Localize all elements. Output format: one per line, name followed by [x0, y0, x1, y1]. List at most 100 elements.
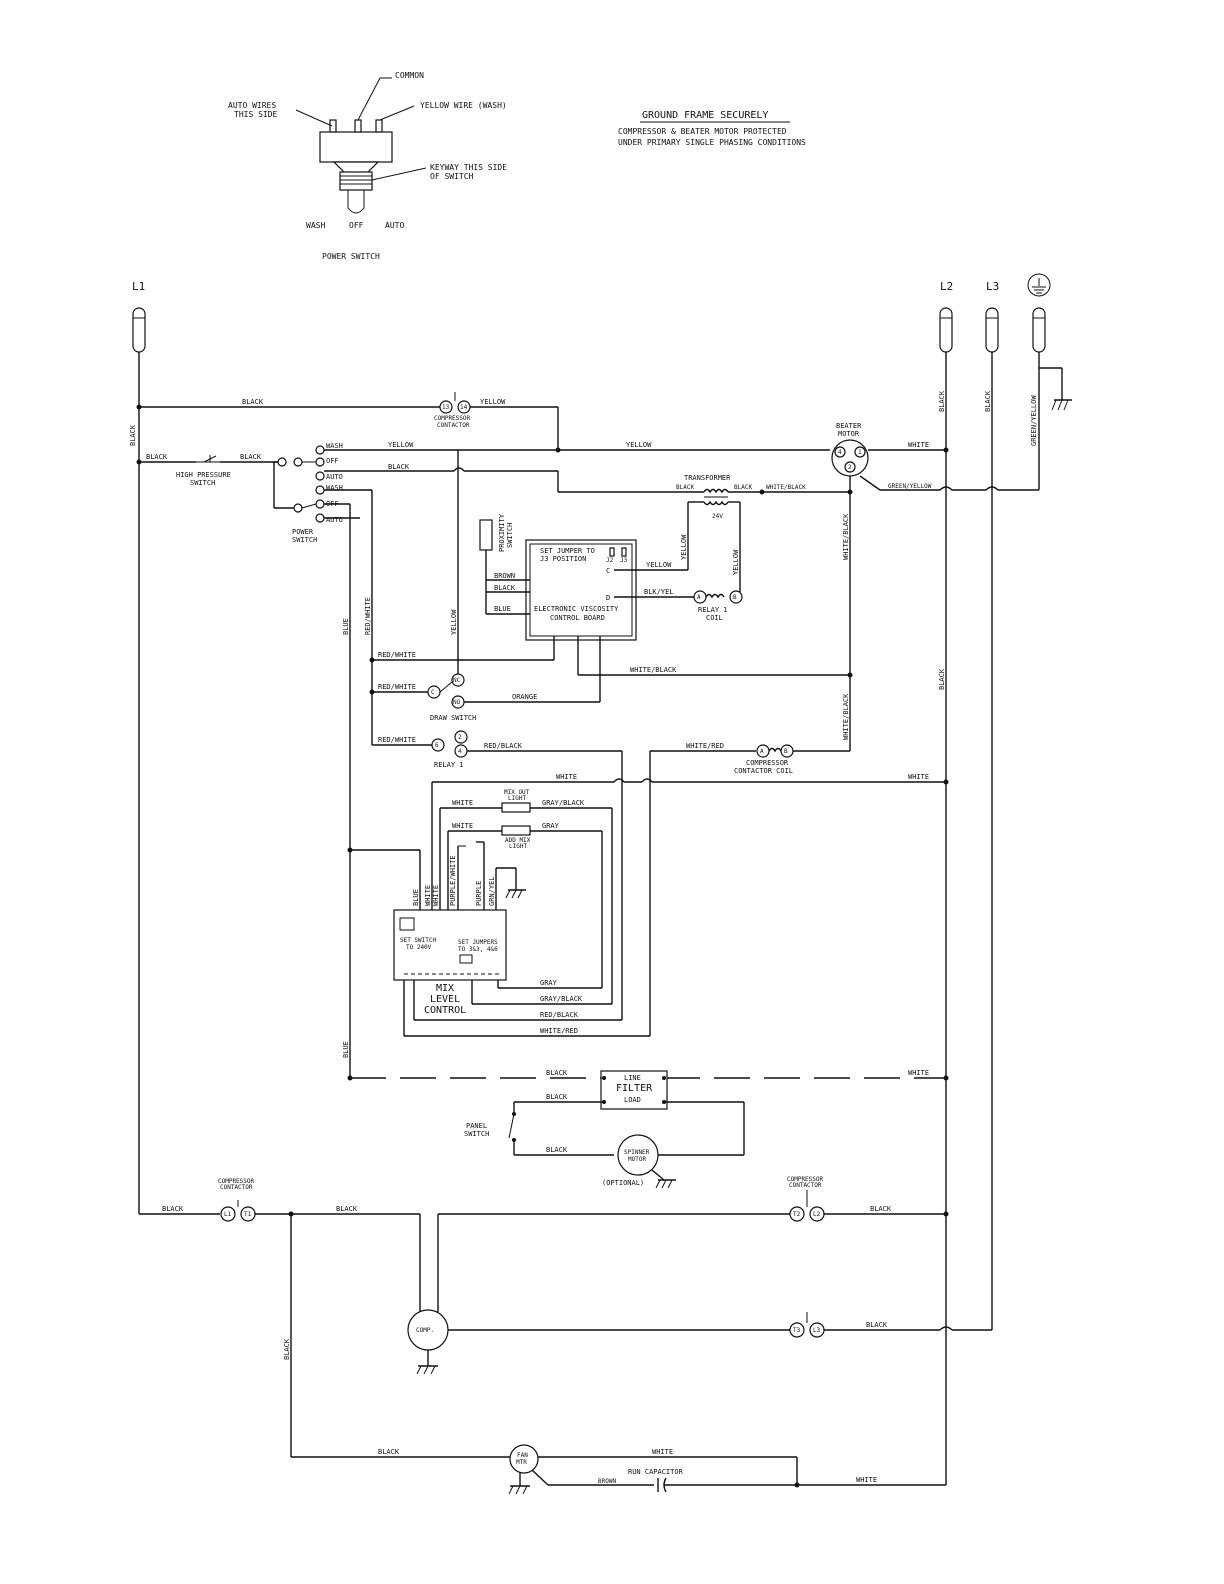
cc-coil-icon — [768, 747, 782, 753]
relay-term-2: 2 — [458, 734, 462, 741]
label-white-mlc: WHITE — [424, 885, 432, 906]
draw-term-nc: NC — [453, 677, 461, 684]
label-lf-1: LINE — [624, 1074, 641, 1082]
label-black-fan: BLACK — [378, 1448, 400, 1456]
label-white-fan: WHITE — [652, 1448, 673, 1456]
label-fan-2: MTR — [516, 1459, 527, 1466]
label-spinner-2: MOTOR — [628, 1156, 646, 1163]
power-switch-detail: COMMON YELLOW WIRE (WASH) AUTO WIRES THI… — [228, 71, 507, 261]
label-white-red-coil: WHITE/RED — [686, 742, 724, 750]
label-yellow-evc: YELLOW — [646, 561, 672, 569]
label-gray-black-bottom: GRAY/BLACK — [540, 995, 583, 1003]
label-yellow-wash: YELLOW — [388, 441, 414, 449]
notes-line2: UNDER PRIMARY SINGLE PHASING CONDITIONS — [618, 138, 806, 147]
label-red-white-vert: RED/WHITE — [364, 597, 372, 635]
label-l2-black: BLACK — [938, 390, 946, 412]
label-mlc-sw-2: TO 240V — [406, 944, 432, 951]
label-mlc-sw-1: SET SWITCH — [400, 937, 437, 944]
label-mlc-3: CONTROL — [424, 1005, 466, 1016]
fuse-l3-icon — [985, 307, 999, 353]
auto-bank-wires: BLUE RED/WHITE BLUE YELLOW — [324, 450, 459, 1078]
switch-keyway — [339, 171, 373, 191]
label-gray-black-top: GRAY/BLACK — [542, 799, 585, 807]
bus-lines: BLACK BLACK BLACK GREEN/YELLOW BLACK — [129, 352, 1072, 1485]
label-yellow-top: YELLOW — [480, 398, 506, 406]
notes-block: GROUND FRAME SECURELY COMPRESSOR & BEATE… — [618, 110, 806, 147]
label-power-switch-title: POWER SWITCH — [322, 252, 380, 261]
transformer-primary-icon — [703, 488, 729, 494]
label-comp: COMP. — [416, 1327, 434, 1334]
label-addmix-2: LIGHT — [509, 843, 527, 850]
label-relay-coil-2: COIL — [706, 614, 723, 622]
label-white-black-tx: WHITE/BLACK — [766, 484, 806, 491]
label-lf-3: LOAD — [624, 1096, 641, 1104]
label-black-tx2: BLACK — [734, 484, 752, 491]
label-hps-1: HIGH PRESSURE — [176, 471, 231, 479]
label-white-filter: WHITE — [908, 1069, 929, 1077]
compressor-contactor-top: BLACK 13 14 COMPRESSOR CONTACTOR YELLOW — [139, 392, 559, 450]
label-brown-cap: BROWN — [598, 1478, 616, 1485]
draw-switch: RED/WHITE C NC NO ORANGE DRAW SWITCH — [372, 673, 600, 722]
label-optional: (OPTIONAL) — [602, 1179, 644, 1187]
label-blue-lower: BLUE — [342, 1041, 350, 1058]
label-purple-white: PURPLE/WHITE — [449, 855, 457, 906]
evc-board — [525, 539, 637, 641]
label-hps-2: SWITCH — [190, 479, 215, 487]
label-cc-top-1: COMPRESSOR — [434, 415, 471, 422]
label-cc-coil-1: COMPRESSOR — [746, 759, 789, 767]
sw-auto-2: AUTO — [326, 516, 343, 524]
fan-section: BLACK BLACK FAN MTR WHITE BROWN RUN CAPA… — [283, 1214, 946, 1495]
label-lf-2: FILTER — [616, 1083, 653, 1094]
label-l1-black: BLACK — [129, 424, 137, 446]
label-l3-black: BLACK — [984, 390, 992, 412]
label-evc-jumper-2: J3 POSITION — [540, 555, 586, 563]
label-blue-prox: BLUE — [494, 605, 511, 613]
label-black-hps: BLACK — [146, 453, 168, 461]
term-l2: L2 — [813, 1211, 821, 1218]
label-l1: L1 — [132, 280, 145, 293]
label-term-d: D — [606, 594, 610, 602]
label-red-white-evc: RED/WHITE — [378, 651, 416, 659]
label-black-comp-l1: BLACK — [162, 1205, 184, 1213]
term-l3: L3 — [813, 1327, 821, 1334]
label-relay1: RELAY 1 — [434, 761, 464, 769]
label-black-cc-l3: BLACK — [866, 1321, 888, 1329]
label-white-beater: WHITE — [908, 441, 929, 449]
label-gray-bottom: GRAY — [540, 979, 558, 987]
label-draw-switch: DRAW SWITCH — [430, 714, 476, 722]
label-ps-2: SWITCH — [292, 536, 317, 544]
notes-title: GROUND FRAME SECURELY — [642, 110, 768, 121]
svg-text:4: 4 — [838, 449, 842, 456]
switch-toggle-lever — [347, 190, 365, 214]
label-black-spinner: BLACK — [546, 1146, 568, 1154]
label-black-filter: BLACK — [546, 1069, 568, 1077]
label-white-black-beater: WHITE/BLACK — [842, 513, 850, 560]
hps-and-power-switch: BLACK HIGH PRESSURE SWITCH BLACK POWER S… — [139, 442, 343, 544]
sw-wash-1: WASH — [326, 442, 343, 450]
viscosity-section: PROXIMITY SWITCH SET JUMPER TO J3 POSITI… — [372, 513, 850, 702]
switch-body-rect — [319, 131, 393, 163]
relay-coil-b: B — [733, 594, 737, 601]
label-ground-green-yellow: GREEN/YELLOW — [1030, 395, 1038, 446]
label-black-comp: BLACK — [336, 1205, 358, 1213]
fan-motor-icon — [509, 1444, 539, 1474]
label-mlc-2: LEVEL — [430, 994, 460, 1005]
label-cc-l2-1: COMPRESSOR — [787, 1176, 824, 1183]
label-addmix-1: ADD MIX — [505, 837, 531, 844]
transformer-secondary-icon — [703, 500, 729, 506]
label-pos-auto: AUTO — [385, 221, 404, 230]
label-black-tx: BLACK — [676, 484, 694, 491]
label-cc-top-2: CONTACTOR — [437, 422, 470, 429]
label-white-addmix: WHITE — [452, 822, 473, 830]
label-white-mixout: WHITE — [452, 799, 473, 807]
label-white-cap: WHITE — [856, 1476, 877, 1484]
beater-section: YELLOW YELLOW 4 1 2 BEATER MOTOR WHITE G… — [324, 422, 1039, 745]
label-evc-2: CONTROL BOARD — [550, 614, 605, 622]
fuse-l1-icon — [132, 307, 146, 353]
label-this-side: THIS SIDE — [234, 110, 278, 119]
label-panel-1: PANEL — [466, 1122, 487, 1130]
label-blk-yel: BLK/YEL — [644, 588, 674, 596]
label-panel-2: SWITCH — [464, 1130, 489, 1138]
label-cc-l2-2: CONTACTOR — [789, 1182, 822, 1189]
label-mlc-1: MIX — [436, 983, 454, 994]
